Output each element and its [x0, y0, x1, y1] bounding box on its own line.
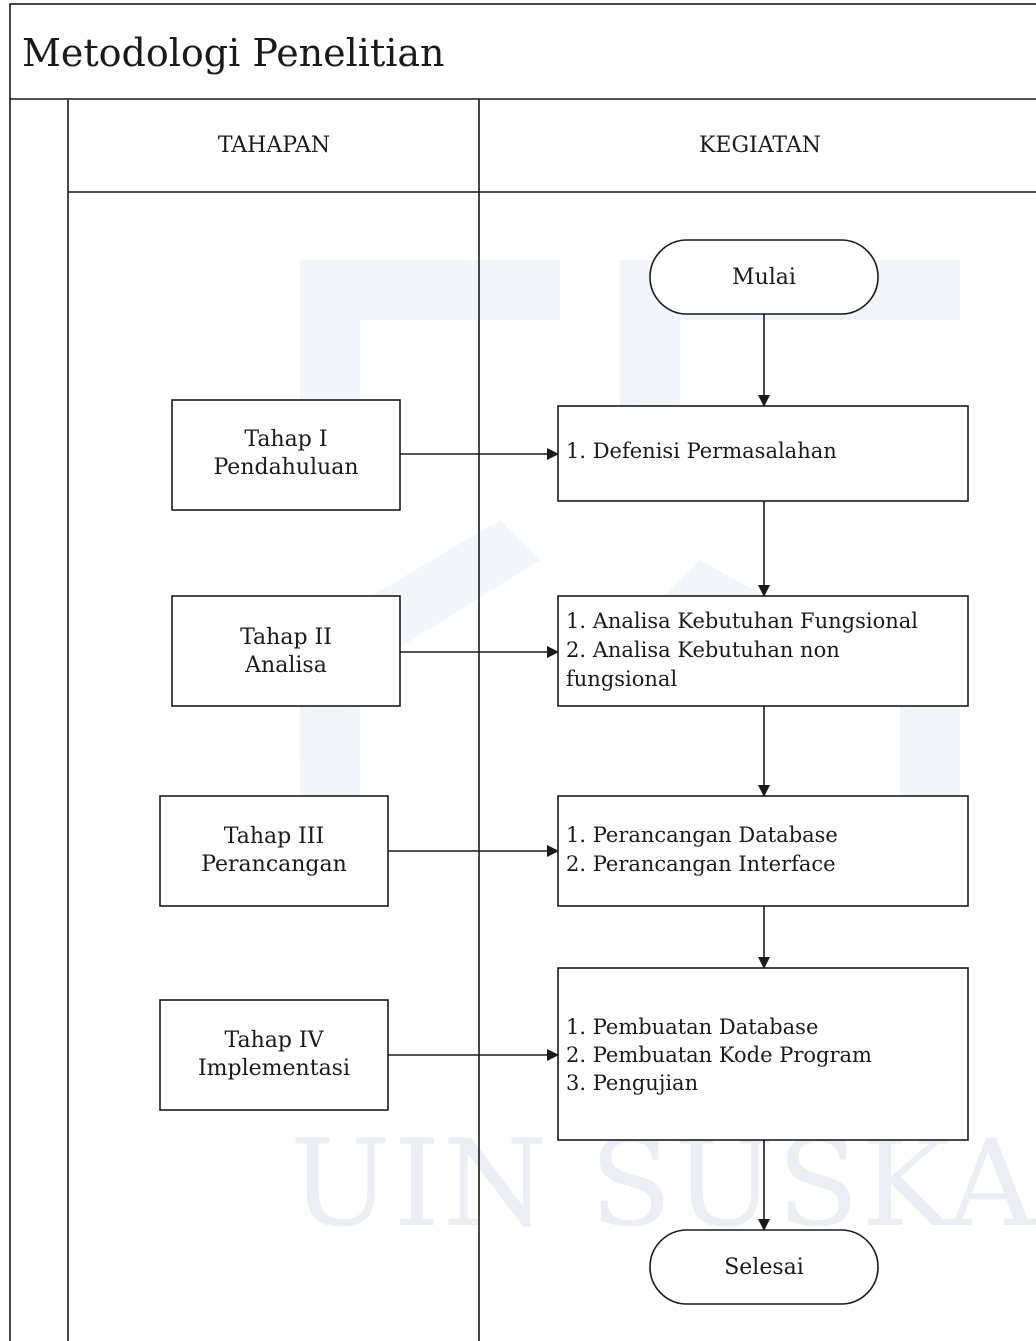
stage-box-1 [171, 399, 401, 511]
activity-2-line-1: 1. Analisa Kebutuhan Fungsional [566, 609, 918, 633]
stage-label-3-line-1: Tahap III [224, 824, 325, 849]
activity-box-2 [557, 595, 969, 707]
activities-group: 1. Defenisi Permasalahan 1. Analisa Kebut… [557, 405, 969, 1141]
stage-label-2-line-2: Analisa [244, 653, 327, 678]
activity-box-4 [557, 967, 969, 1141]
stage-box-2 [171, 595, 401, 707]
stage-label-4-line-1: Tahap IV [224, 1028, 324, 1053]
activity-3-line-1: 1. Perancangan Database [566, 823, 838, 847]
activity-4-line-3: 3. Pengujian [566, 1071, 698, 1095]
end-label: Selesai [724, 1255, 804, 1280]
activity-box-1 [557, 405, 969, 502]
diagram-title: Metodologi Penelitian [22, 31, 445, 75]
start-label: Mulai [732, 265, 796, 290]
stage-label-2-line-1: Tahap II [240, 625, 332, 650]
stage-box-3 [159, 795, 389, 907]
activity-3-line-2: 2. Perancangan Interface [566, 852, 836, 876]
activity-1-line-1: 1. Defenisi Permasalahan [566, 439, 837, 463]
column-header-tahapan: TAHAPAN [218, 133, 330, 158]
activity-2-line-3: fungsional [566, 667, 677, 691]
activity-box-3 [557, 795, 969, 907]
stage-label-4-line-2: Implementasi [198, 1056, 350, 1081]
stage-box-4 [159, 999, 389, 1111]
activity-4-line-2: 2. Pembuatan Kode Program [566, 1043, 872, 1067]
column-header-kegiatan: KEGIATAN [699, 133, 821, 158]
activity-4-line-1: 1. Pembuatan Database [566, 1015, 818, 1039]
diagram-frame [9, 3, 1036, 1341]
activity-2-line-2: 2. Analisa Kebutuhan non [566, 638, 840, 662]
stage-label-1-line-2: Pendahuluan [213, 455, 358, 480]
stage-label-1-line-1: Tahap I [244, 427, 327, 452]
stage-label-3-line-2: Perancangan [201, 852, 347, 877]
connectors-group [388, 448, 559, 1061]
